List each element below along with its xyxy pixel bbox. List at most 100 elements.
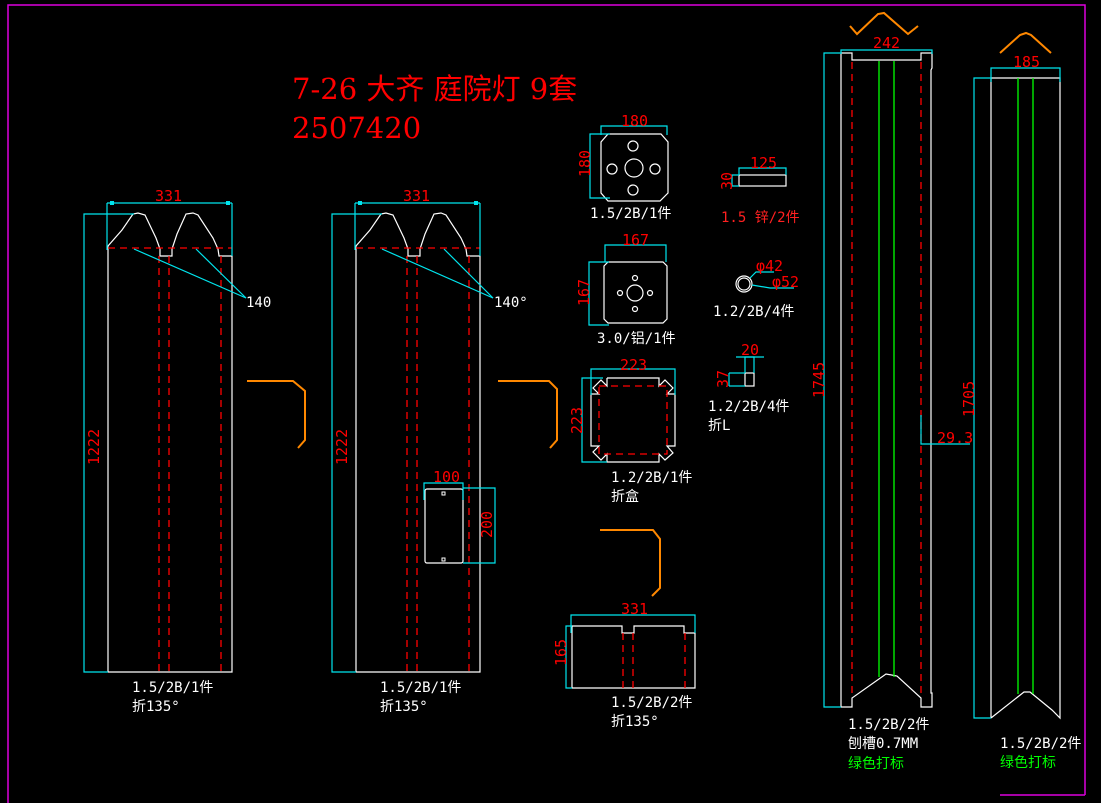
fold-box-fold: 折盒 (611, 488, 639, 505)
hole (627, 184, 639, 196)
l-bracket-spec: 1.2/2B/4件 (708, 399, 789, 415)
panel-a-outline (107, 212, 233, 673)
dim-marker (226, 201, 230, 205)
panel-b[interactable]: 331 1222 140° 100 200 1.5/2B/1件 折135° (331, 187, 558, 715)
tall-post-height-dim: 1745 (810, 362, 828, 398)
l-bracket-fold: 折L (708, 418, 730, 434)
dim-marker (358, 201, 362, 205)
tall-post-2-spec: 1.5/2B/2件 (1000, 736, 1081, 752)
tall-post-profile (849, 11, 919, 36)
order-number: 2507420 (292, 111, 421, 145)
alu-plate-spec: 3.0/铝/1件 (597, 331, 676, 347)
center-hole (624, 158, 644, 178)
panel-a-profile (247, 380, 306, 449)
ring[interactable]: φ42 φ52 1.2/2B/4件 (713, 257, 799, 320)
top-plate-spec: 1.5/2B/1件 (590, 206, 671, 222)
dim-line (744, 356, 755, 373)
dim-line (600, 125, 668, 135)
center-hole (626, 284, 644, 302)
tall-post-offset-dim: 29.3 (937, 429, 973, 447)
dim-line (990, 67, 1061, 82)
l-bracket-outline (744, 372, 755, 387)
leader-line (749, 271, 774, 279)
top-plate-height-dim: 180 (576, 150, 594, 177)
panel-a-height-dim: 1222 (85, 429, 103, 465)
hole (646, 289, 654, 297)
zinc-strip[interactable]: 125 30 1.5 锌/2件 (718, 154, 800, 226)
bottom-panel-spec: 1.5/2B/2件 (611, 695, 692, 711)
dim-line (423, 482, 464, 500)
alu-plate-width-dim: 167 (622, 231, 649, 249)
ring-inner (737, 277, 751, 291)
top-plate[interactable]: 180 180 1.5/2B/1件 (576, 112, 671, 222)
bottom-panel-fold: 折135° (611, 714, 659, 730)
panel-b-height-dim: 1222 (333, 429, 351, 465)
hole (631, 305, 639, 313)
leader-line (195, 248, 247, 299)
fold-box[interactable]: 223 223 1.2/2B/1件 折盒 (568, 356, 692, 505)
dim-line (589, 133, 610, 199)
dim-line (463, 487, 496, 564)
alu-plate[interactable]: 167 167 3.0/铝/1件 (575, 231, 676, 347)
fold-box-height-dim: 223 (568, 407, 586, 434)
panel-b-profile (498, 380, 558, 449)
ring-spec: 1.2/2B/4件 (713, 304, 794, 320)
tall-post-spec: 1.5/2B/2件 (848, 717, 929, 733)
dim-line (570, 614, 696, 633)
ring-outer (735, 275, 753, 293)
l-bracket-width-dim: 20 (741, 341, 759, 359)
dim-line (604, 244, 667, 262)
panel-a-angle-note: 140 (246, 295, 271, 311)
tall-post-2-outline (990, 77, 1061, 720)
fold-box-spec: 1.2/2B/1件 (611, 470, 692, 486)
top-plate-width-dim: 180 (621, 112, 648, 130)
leader-line (133, 248, 247, 299)
bottom-panel-width-dim: 331 (621, 600, 648, 618)
dim-marker (110, 201, 114, 205)
panel-a-fold: 折135° (132, 699, 180, 715)
panel-a-width-dim: 331 (155, 187, 182, 205)
panel-b-spec: 1.5/2B/1件 (380, 680, 461, 696)
tall-post-outline (840, 52, 933, 708)
dim-line (581, 377, 607, 463)
dim-line (331, 213, 382, 673)
tall-post-2-height-dim: 1705 (960, 381, 978, 417)
hole (606, 163, 618, 175)
dim-line (823, 52, 841, 708)
drawing-title: 7-26 大齐 庭院灯 9套 (292, 72, 577, 106)
panel-a-spec: 1.5/2B/1件 (132, 680, 213, 696)
dim-line (840, 49, 933, 54)
panel-b-cutout[interactable] (424, 488, 464, 564)
panel-a[interactable]: 331 1222 140 1.5/2B/1件 折135° (83, 187, 306, 715)
panel-b-fold: 折135° (380, 699, 428, 715)
l-bracket[interactable]: 20 37 1.2/2B/4件 折L (708, 341, 789, 434)
cutout-width-dim: 100 (433, 468, 460, 486)
fold-box-width-dim: 223 (620, 356, 647, 374)
tall-post-2[interactable]: 185 1705 1.5/2B/2件 绿色打标 (960, 31, 1081, 771)
ring-outer-dim: φ52 (772, 273, 799, 291)
zinc-strip-outline (738, 174, 787, 187)
leader-line (751, 284, 794, 289)
dim-line (973, 77, 991, 719)
bottom-panel[interactable]: 331 165 1.5/2B/2件 折135° (552, 529, 696, 730)
panel-b-angle-note: 140° (494, 295, 528, 311)
ring-inner-dim: φ42 (756, 257, 783, 275)
fold-line (598, 385, 668, 455)
hole (616, 289, 624, 297)
hole (631, 274, 639, 282)
hole (649, 163, 661, 175)
dim-line (738, 167, 787, 175)
zinc-strip-height-dim: 30 (718, 172, 736, 190)
bottom-panel-height-dim: 165 (552, 639, 570, 666)
tall-post-groove: 刨槽0.7MM (848, 736, 918, 752)
dim-line (588, 261, 609, 326)
dim-line (590, 368, 676, 395)
dim-line (83, 213, 134, 673)
zinc-strip-width-dim: 125 (750, 154, 777, 172)
cutout-height-dim: 200 (478, 511, 496, 538)
bottom-panel-profile (600, 529, 661, 597)
zinc-strip-spec: 1.5 锌/2件 (721, 210, 800, 226)
dim-line (565, 625, 572, 689)
tall-post[interactable]: 242 1745 29.3 1.5/2B/2件 刨槽0.7MM 绿色打标 (810, 11, 973, 772)
